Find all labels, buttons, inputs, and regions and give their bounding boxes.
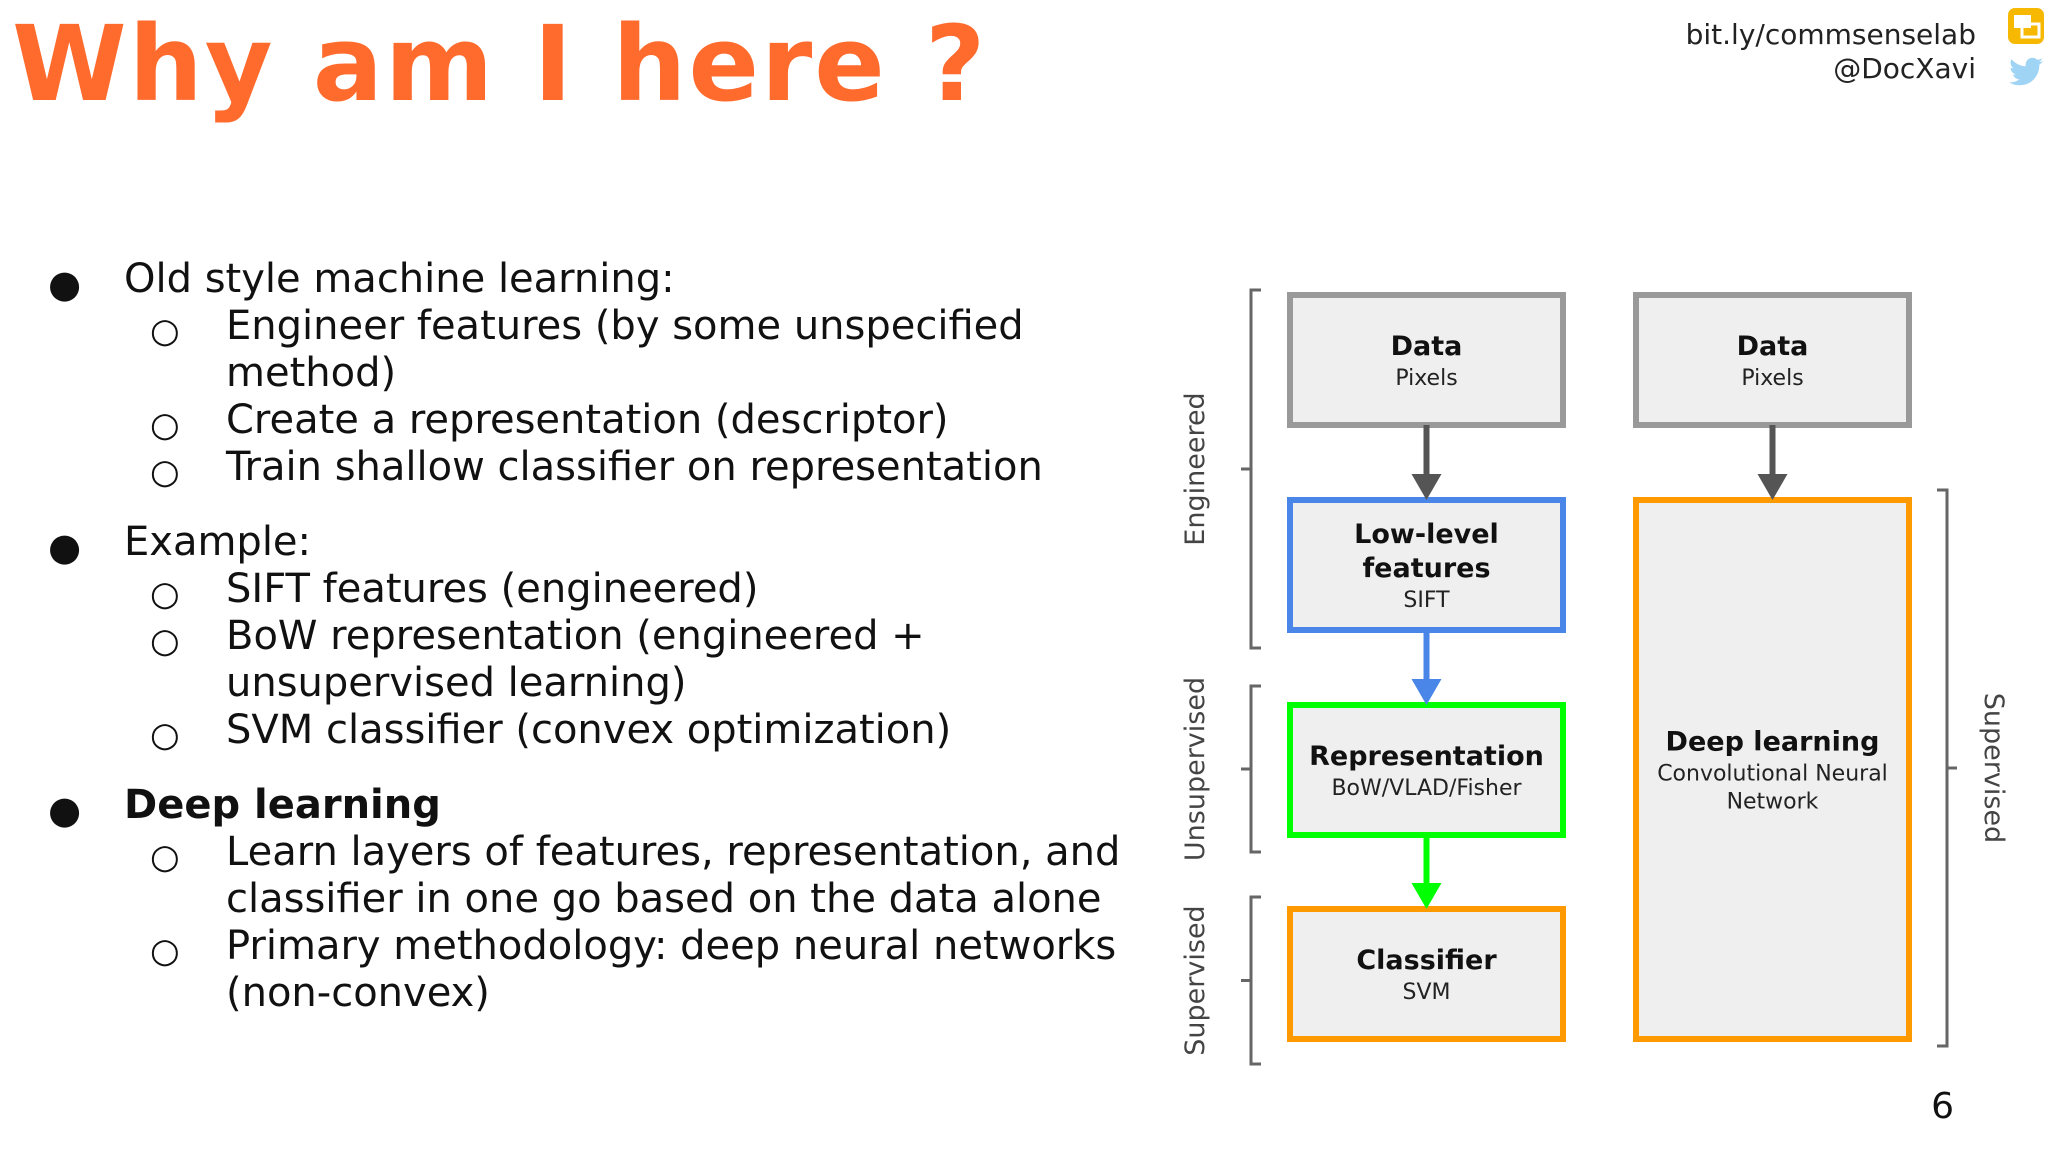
box-title: Representation: [1309, 741, 1544, 772]
sub-bullet-item: Engineer features (by some unspecified: [226, 303, 1024, 349]
sub-bullet-item: Train shallow classifier on representati…: [226, 444, 1043, 490]
box-subtitle: Pixels: [1395, 366, 1457, 391]
bullet-dot: ●: [48, 525, 82, 569]
bullet-dot: ●: [48, 262, 82, 306]
sub-bullet-circle: ○: [150, 837, 180, 877]
credit-handle[interactable]: @DocXavi: [1833, 52, 1976, 85]
bullet-dot: ●: [48, 788, 82, 832]
right-box: [1633, 292, 1912, 428]
bullet-item: Deep learning: [124, 782, 441, 828]
box-title: features: [1362, 553, 1490, 584]
sub-bullet-circle: ○: [150, 405, 180, 445]
sub-bullet-item: BoW representation (engineered +: [226, 613, 925, 659]
sub-bullet-item: Primary methodology: deep neural network…: [226, 923, 1117, 969]
sub-bullet-circle: ○: [150, 715, 180, 755]
sub-bullet-item: (non-convex): [226, 970, 490, 1016]
sub-bullet-circle: ○: [150, 931, 180, 971]
sub-bullet-item: method): [226, 350, 397, 396]
slide-title: Why am I here ?: [12, 3, 988, 125]
left-bracket-label: Engineered: [1180, 392, 1211, 545]
bullet-item: Old style machine learning:: [124, 256, 675, 302]
box-subtitle: SIFT: [1403, 588, 1450, 613]
left-box: [1287, 292, 1566, 428]
sub-bullet-item: SIFT features (engineered): [226, 566, 759, 612]
sub-bullet-circle: ○: [150, 452, 180, 492]
right-box: [1633, 497, 1912, 1042]
sub-bullet-item: unsupervised learning): [226, 660, 687, 706]
slides-icon: [2008, 8, 2044, 44]
box-title: Low-level: [1354, 519, 1499, 550]
left-bracket: [1241, 684, 1261, 854]
page-number: 6: [1931, 1086, 1954, 1127]
left-bracket: [1241, 895, 1261, 1066]
box-subtitle: BoW/VLAD/Fisher: [1331, 776, 1522, 801]
right-bracket-label: Supervised: [1978, 693, 2009, 843]
arrow-head: [1411, 883, 1442, 909]
credit-link[interactable]: bit.ly/commsenselab: [1685, 18, 1976, 51]
box-subtitle: Convolutional Neural: [1657, 762, 1888, 787]
twitter-icon: [2009, 57, 2043, 86]
left-bracket-label: Supervised: [1180, 905, 1211, 1055]
sub-bullet-item: classifier in one go based on the data a…: [226, 876, 1102, 922]
box-subtitle: SVM: [1403, 980, 1451, 1005]
box-subtitle: Pixels: [1741, 366, 1803, 391]
box-title: Classifier: [1356, 945, 1497, 976]
box-subtitle: Network: [1727, 790, 1819, 815]
sub-bullet-circle: ○: [150, 311, 180, 351]
arrow-head: [1411, 679, 1442, 705]
sub-bullet-item: Learn layers of features, representation…: [226, 829, 1121, 875]
box-title: Deep learning: [1666, 727, 1880, 758]
left-bracket-label: Unsupervised: [1180, 677, 1211, 861]
bullet-item: Example:: [124, 519, 312, 565]
arrow-head: [1757, 474, 1788, 500]
left-box: [1287, 906, 1566, 1042]
sub-bullet-item: Create a representation (descriptor): [226, 397, 949, 443]
left-bracket: [1241, 288, 1261, 650]
box-title: Data: [1391, 331, 1463, 362]
arrow-head: [1411, 474, 1442, 500]
box-title: Data: [1737, 331, 1809, 362]
sub-bullet-circle: ○: [150, 574, 180, 614]
sub-bullet-circle: ○: [150, 621, 180, 661]
left-box: [1287, 702, 1566, 838]
right-bracket: [1937, 488, 1957, 1048]
sub-bullet-item: SVM classifier (convex optimization): [226, 707, 952, 753]
